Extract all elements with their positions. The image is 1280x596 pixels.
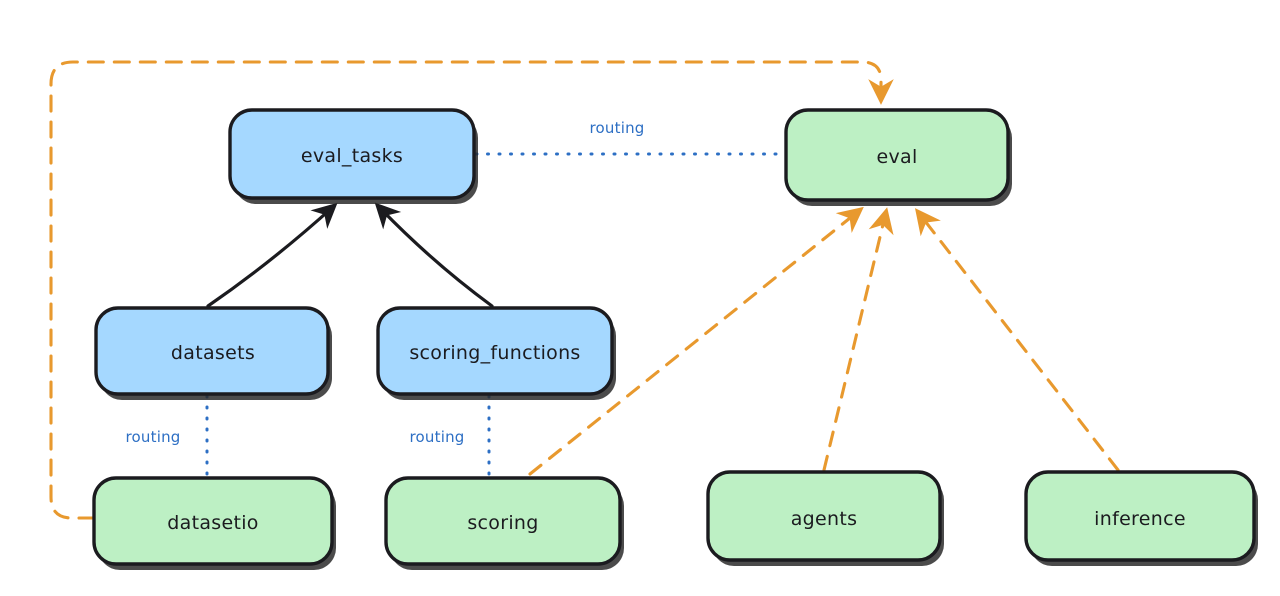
- node-agents-label: agents: [791, 508, 858, 530]
- edge-label-routing-eval-tasks: routing: [590, 119, 645, 137]
- node-scoring_functions-shape[interactable]: [376, 306, 614, 396]
- edge-layer: [49, 60, 1120, 520]
- node-scoring_functions[interactable]: scoring_functions: [376, 306, 616, 400]
- node-eval-label: eval: [876, 146, 917, 168]
- edge-scoring-to-eval: [528, 206, 864, 476]
- edge-datasetio-to-eval: [49, 60, 894, 520]
- node-inference-label: inference: [1094, 508, 1186, 530]
- node-eval_tasks-shape[interactable]: [228, 108, 476, 200]
- node-scoring-shape[interactable]: [384, 476, 622, 566]
- node-agents-shape[interactable]: [706, 470, 942, 562]
- node-eval-shape[interactable]: [784, 108, 1010, 202]
- node-eval_tasks[interactable]: eval_tasks: [228, 108, 478, 204]
- edge-label-routing-scoring-functions: routing: [410, 428, 465, 446]
- node-scoring_functions-label: scoring_functions: [409, 342, 580, 364]
- node-datasets-shape[interactable]: [94, 306, 330, 396]
- node-datasets-label: datasets: [171, 342, 255, 364]
- edge-label-layer: routing routing routing: [126, 119, 645, 446]
- node-eval_tasks-label: eval_tasks: [301, 145, 403, 167]
- node-agents[interactable]: agents: [706, 470, 944, 566]
- node-inference-shape[interactable]: [1024, 470, 1256, 562]
- node-datasetio[interactable]: datasetio: [92, 476, 336, 570]
- edge-agents-to-eval: [822, 207, 894, 472]
- node-eval[interactable]: eval: [784, 108, 1012, 206]
- edge-inference-to-eval: [914, 208, 1120, 472]
- node-datasets[interactable]: datasets: [94, 306, 332, 400]
- node-layer: eval_tasks eval datasets scoring_functio…: [92, 108, 1258, 570]
- edge-scoring_functions-to-eval_tasks: [374, 202, 494, 308]
- edge-datasets-to-eval_tasks: [206, 202, 338, 308]
- node-datasetio-shape[interactable]: [92, 476, 334, 566]
- node-scoring-label: scoring: [467, 512, 538, 534]
- edge-label-routing-datasets: routing: [126, 428, 181, 446]
- node-scoring[interactable]: scoring: [384, 476, 624, 570]
- node-inference[interactable]: inference: [1024, 470, 1258, 566]
- node-datasetio-label: datasetio: [167, 512, 258, 534]
